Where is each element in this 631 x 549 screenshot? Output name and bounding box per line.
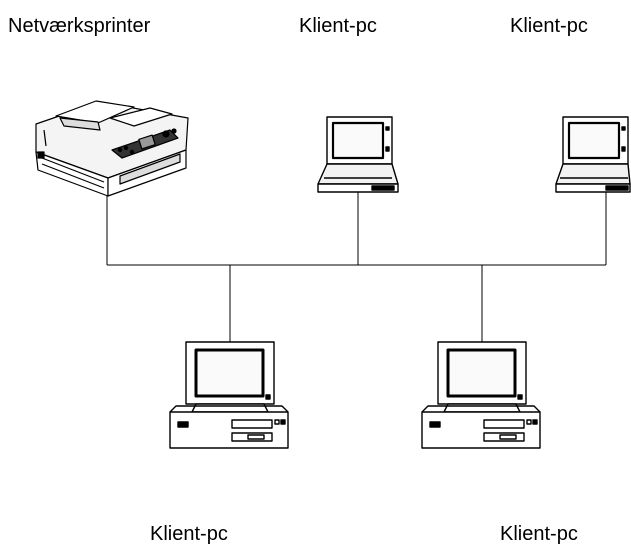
printer-label: Netværksprinter (8, 15, 151, 37)
client-pc-label-bottom-right: Klient-pc (500, 523, 578, 545)
client-pc-label-bottom-left: Klient-pc (150, 523, 228, 545)
laptop-icon (317, 116, 399, 193)
client-pc-label-top-right: Klient-pc (510, 15, 588, 37)
desktop-pc-icon (421, 341, 541, 449)
desktop-pc-icon (169, 341, 289, 449)
network-cables (106, 192, 607, 342)
printer-icon (35, 100, 189, 197)
client-pc-label-top-middle: Klient-pc (299, 15, 377, 37)
laptop-icon (555, 116, 631, 193)
